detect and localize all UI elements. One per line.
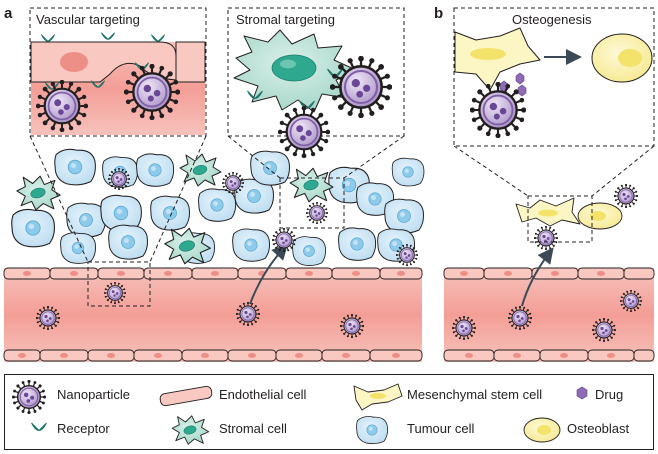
zoom-box-vascular: [87, 261, 151, 307]
legend-drug-icon: [576, 386, 588, 400]
panel-label-a: a: [4, 5, 13, 22]
legend-nanoparticle-label: Nanoparticle: [57, 387, 130, 402]
legend-drug-label: Drug: [595, 387, 624, 402]
inset-osteogenesis: [453, 7, 655, 147]
legend-osteoblast-label: Osteoblast: [567, 421, 630, 436]
legend-endothelial-icon: [159, 385, 213, 407]
nanoparticle-in-vessel: [236, 302, 260, 326]
panel-label-b: b: [434, 5, 444, 22]
inset-title-osteogenesis: Osteogenesis: [512, 12, 592, 27]
legend-msc-label: Mesenchymal stem cell: [407, 387, 543, 402]
panel-a: [3, 7, 425, 362]
zoom-connectors: [29, 135, 405, 263]
inset-title-vascular: Vascular targeting: [36, 12, 140, 27]
blood-vessel-b: [443, 247, 655, 362]
blood-vessel-a: [3, 243, 423, 362]
legend-osteoblast-icon: [523, 417, 561, 443]
inset-stromal: [227, 7, 405, 158]
nanoparticle-at-wall: [104, 282, 126, 304]
legend-msc-icon: [353, 383, 403, 411]
panel-b: [443, 7, 655, 362]
extravasation-arrow: [249, 243, 289, 305]
nanoparticle-in-vessel: [340, 314, 364, 338]
zoom-box-stromal: [279, 177, 345, 229]
legend-endothelial-label: Endothelial cell: [219, 387, 307, 402]
legend-box: Nanoparticle Endothelial cell Mesenchyma…: [4, 374, 654, 450]
legend-stromal-label: Stromal cell: [219, 421, 287, 436]
legend-receptor-label: Receptor: [57, 421, 110, 436]
legend-tumour-label: Tumour cell: [407, 421, 475, 436]
zoom-box-osteogenesis: [527, 195, 593, 243]
tumour-tissue-a: [11, 148, 425, 267]
legend-icons: [12, 380, 588, 445]
nanoparticle-in-vessel: [36, 306, 60, 330]
inset-title-stromal: Stromal targeting: [236, 12, 335, 27]
inset-vascular: [29, 7, 207, 137]
